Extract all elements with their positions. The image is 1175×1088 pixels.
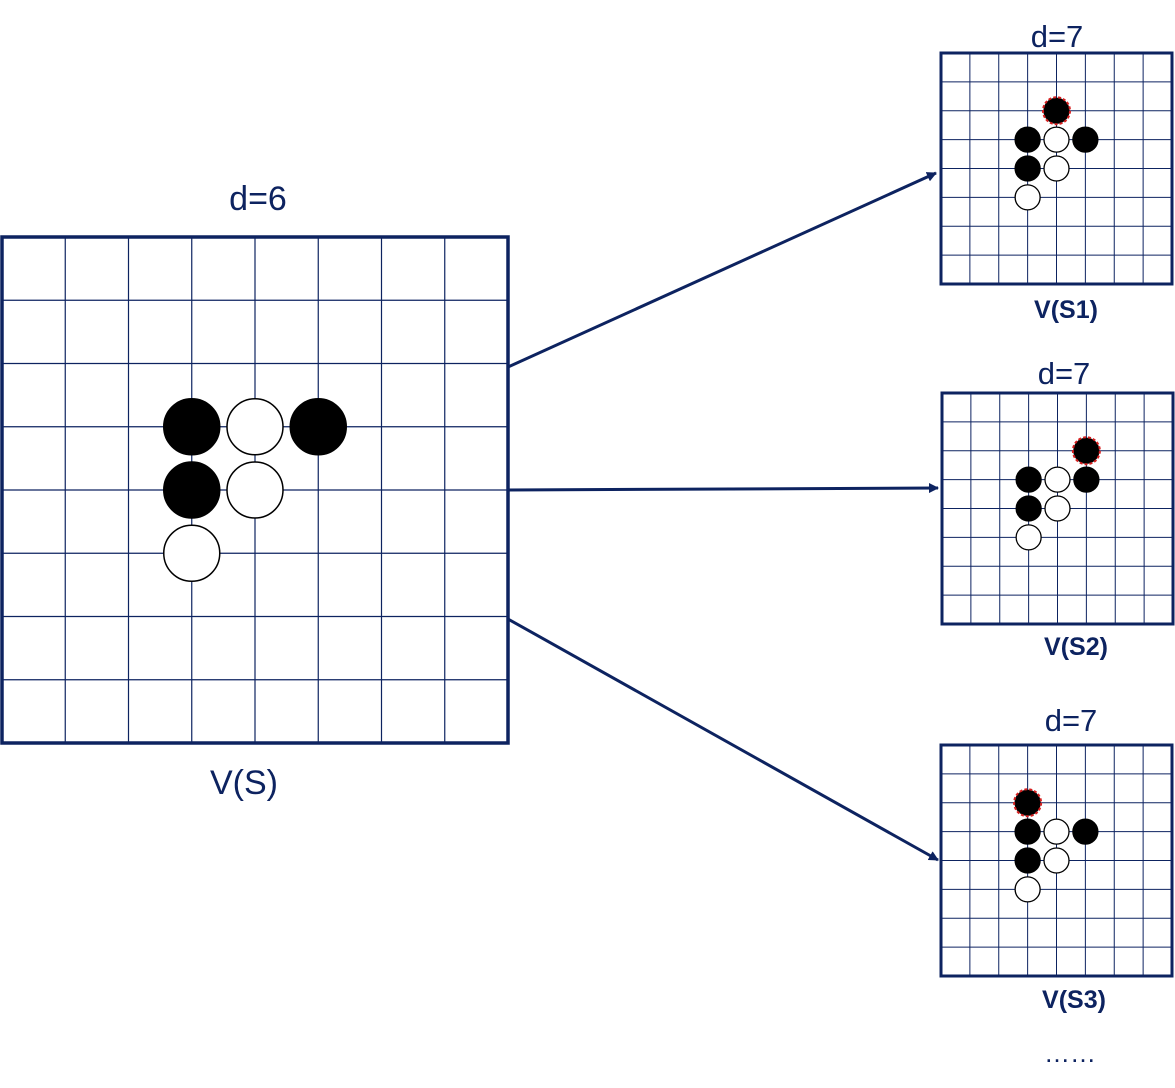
white-stone (1014, 876, 1041, 903)
white-stone (1043, 818, 1070, 845)
new-move-marker (1042, 96, 1071, 126)
black-stone (1072, 818, 1099, 845)
board-frame (939, 743, 1174, 978)
white-stone (1015, 524, 1042, 551)
board-frame (939, 51, 1174, 286)
continuation-ellipsis: …… (1044, 1038, 1096, 1068)
white-stone (1014, 184, 1041, 211)
black-stone (1073, 466, 1100, 493)
child-s2-depth-label: d=7 (1038, 356, 1091, 391)
child-s1-depth-label: d=7 (1031, 19, 1084, 54)
new-black-stone (1073, 437, 1100, 464)
white-stone (1044, 495, 1071, 522)
child-s3-depth-label: d=7 (1045, 703, 1098, 738)
white-stone (1043, 847, 1070, 874)
root-depth-label: d=6 (229, 180, 287, 218)
black-stone (1014, 818, 1041, 845)
child-board-s1 (939, 51, 1174, 286)
board-frame (940, 391, 1175, 626)
child-board-s3 (939, 743, 1174, 978)
child-board-s2 (940, 391, 1175, 626)
white-stone (226, 398, 284, 456)
edge-to-s1 (507, 171, 937, 369)
white-stone (226, 461, 284, 519)
child-s2-value-label: V(S2) (1044, 633, 1108, 661)
white-stone (163, 524, 221, 582)
root-board (0, 235, 510, 745)
edge-to-s3 (507, 617, 939, 862)
black-stone (163, 461, 221, 519)
black-stone (1015, 466, 1042, 493)
child-s3-value-label: V(S3) (1042, 986, 1106, 1014)
new-black-stone (1043, 97, 1070, 124)
root-value-label: V(S) (210, 764, 278, 802)
edge-to-s2 (507, 483, 939, 494)
black-stone (163, 398, 221, 456)
black-stone (1014, 126, 1041, 153)
child-s1-value-label: V(S1) (1034, 296, 1098, 324)
black-stone (1014, 847, 1041, 874)
black-stone (1014, 155, 1041, 182)
black-stone (1072, 126, 1099, 153)
black-stone (289, 398, 347, 456)
black-stone (1015, 495, 1042, 522)
new-move-marker (1071, 436, 1101, 466)
white-stone (1043, 126, 1070, 153)
new-move-marker (1013, 788, 1043, 818)
new-black-stone (1014, 789, 1041, 816)
white-stone (1043, 155, 1070, 182)
white-stone (1044, 466, 1071, 493)
